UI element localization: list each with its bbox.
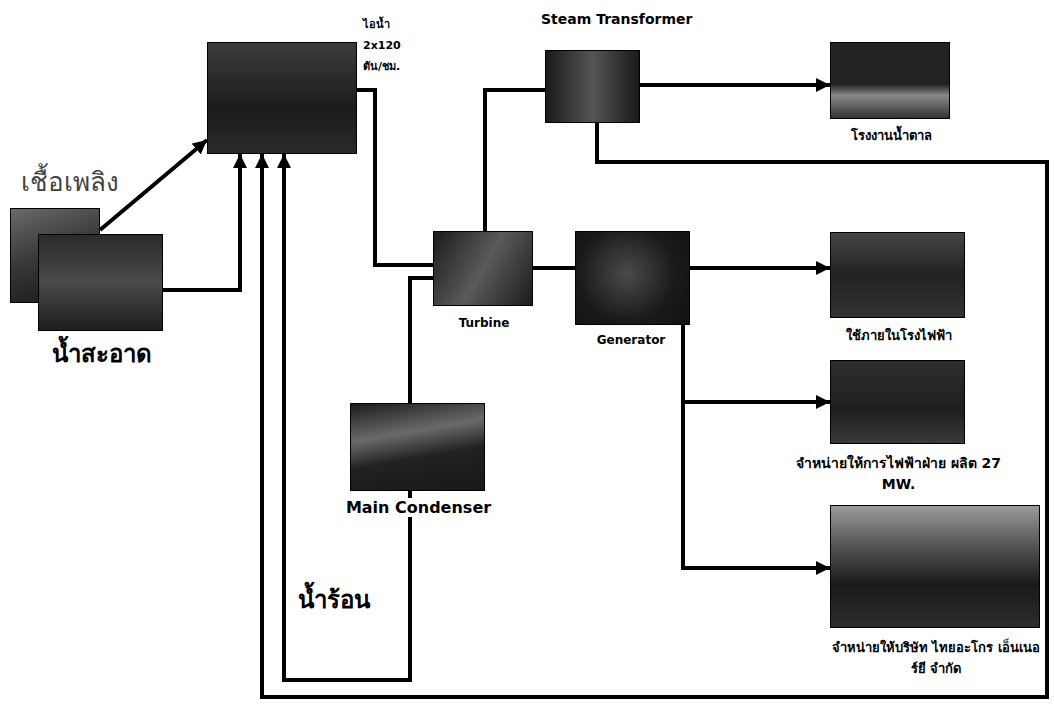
caption-holder: ไอน้ำ 2x120 ตัน/ชม. <box>363 13 417 75</box>
main-condenser-photo: Main Condenser <box>350 403 485 491</box>
flow-line <box>640 83 830 87</box>
flow-line <box>357 90 433 265</box>
plant-use-photo: ใช้ภายในโรงไฟฟ้า <box>830 232 965 318</box>
flow-line <box>690 266 830 270</box>
flow-line <box>683 325 830 402</box>
flow-line <box>485 90 545 231</box>
caption-holder: Main Condenser <box>326 498 511 519</box>
node-caption: โรงงานน้ำตาล <box>851 128 932 143</box>
caption-holder: Turbine <box>434 312 534 333</box>
thai-agro-photo: จำหน่ายให้บริษัท ไทยอะโกร เอ็นเนอร์ยี จำ… <box>830 505 1040 628</box>
caption-holder: จำหน่ายให้การไฟฟ้าฝ่าย ผลิต 27 MW. <box>791 453 1006 495</box>
caption-holder: จำหน่ายให้บริษัท ไทยอะโกร เอ็นเนอร์ยี จำ… <box>831 637 1041 679</box>
node-caption: จำหน่ายให้การไฟฟ้าฝ่าย ผลิต 27 MW. <box>796 455 1001 492</box>
flow-line <box>163 154 240 290</box>
generator-photo: Generator <box>575 231 690 325</box>
flow-line <box>262 123 1047 697</box>
egat-photo: จำหน่ายให้การไฟฟ้าฝ่าย ผลิต 27 MW. <box>830 360 965 444</box>
caption-holder: เชื้อเพลิง <box>21 166 161 200</box>
steam-transformer-photo: Steam Transformer <box>545 50 640 123</box>
label-holder: น้ำร้อน <box>298 585 398 616</box>
node-caption: ไอน้ำ 2x120 ตัน/ชม. <box>363 18 401 73</box>
node-caption: เชื้อเพลิง <box>21 167 119 197</box>
node-caption: ใช้ภายในโรงไฟฟ้า <box>846 328 952 343</box>
node-caption: น้ำสะอาด <box>52 340 152 368</box>
flow-line <box>683 325 830 568</box>
caption-holder: Steam Transformer <box>541 9 711 30</box>
caption-holder: โรงงานน้ำตาล <box>821 125 961 146</box>
flow-line <box>410 278 433 403</box>
caption-holder: ใช้ภายในโรงไฟฟ้า <box>811 325 986 346</box>
hot-water-label: น้ำร้อน <box>298 586 370 614</box>
turbine-photo: Turbine <box>433 231 533 306</box>
flow-line <box>533 266 575 270</box>
node-caption: Turbine <box>459 316 510 330</box>
caption-holder: น้ำสะอาด <box>31 339 172 370</box>
caption-holder: Generator <box>576 329 686 350</box>
node-caption: Main Condenser <box>344 498 493 517</box>
clean-water-photo: น้ำสะอาด <box>38 234 163 331</box>
boiler-photo: ไอน้ำ 2x120 ตัน/ชม. <box>207 42 357 154</box>
node-caption: จำหน่ายให้บริษัท ไทยอะโกร เอ็นเนอร์ยี จำ… <box>832 640 1040 676</box>
sugar-factory-photo: โรงงานน้ำตาล <box>830 42 950 119</box>
node-caption: Steam Transformer <box>541 11 692 27</box>
node-caption: Generator <box>597 333 666 347</box>
